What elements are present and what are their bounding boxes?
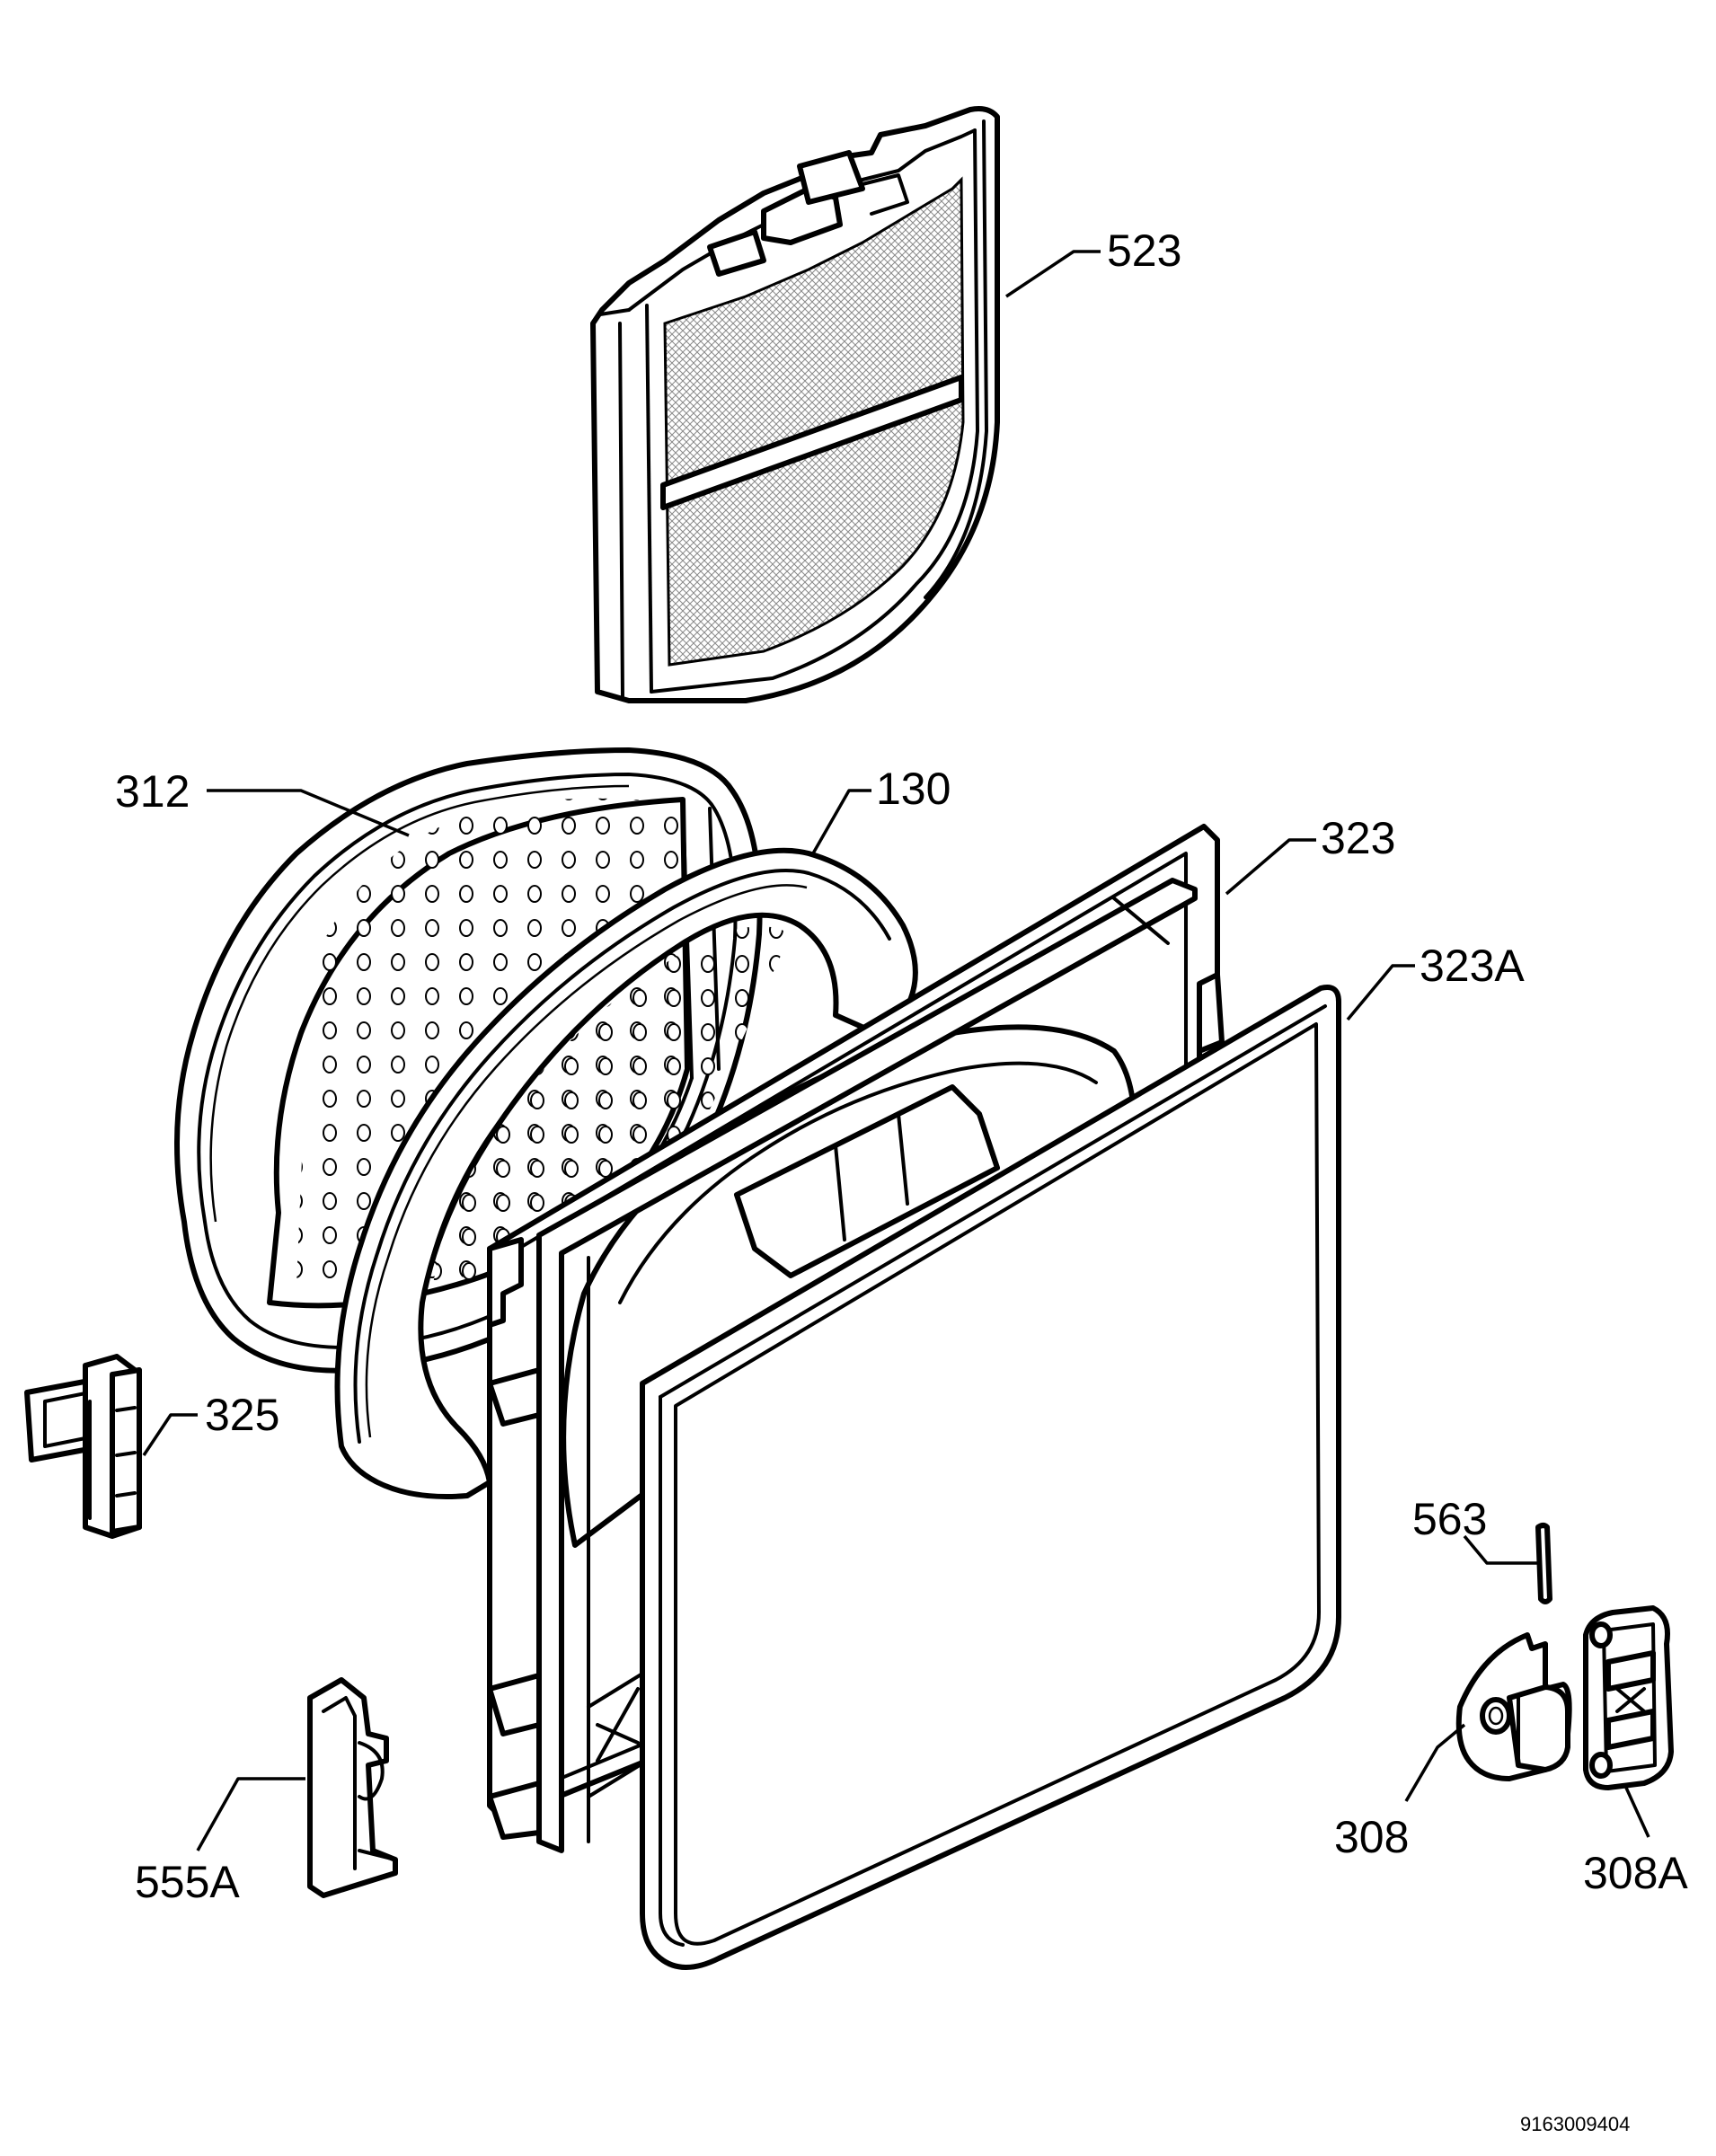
part-308A-hinge-bracket: [1583, 1605, 1674, 1790]
leader-lines: [142, 250, 1650, 1851]
part-325-door-latch: [24, 1354, 142, 1539]
label-312: 312: [115, 766, 190, 817]
leader-130: [811, 789, 871, 854]
leader-325: [142, 1413, 198, 1456]
leader-323: [1225, 838, 1316, 896]
part-563-hinge-pin: [1535, 1523, 1552, 1604]
part-323A-outer-door-panel: [640, 985, 1341, 1970]
label-555A: 555A: [135, 1857, 240, 1907]
leader-308: [1404, 1723, 1466, 1802]
label-323: 323: [1321, 813, 1395, 863]
label-308A: 308A: [1583, 1848, 1688, 1898]
part-555A-hinge-cover: [307, 1677, 398, 1898]
label-325: 325: [205, 1390, 279, 1440]
part-labels: 523 312 130 323 323A 325 563 308 308A 55…: [115, 225, 1688, 2135]
leader-323A: [1346, 964, 1415, 1021]
document-number: 9163009404: [1520, 2113, 1630, 2135]
part-523-lint-filter: [590, 106, 1000, 703]
label-308: 308: [1334, 1812, 1409, 1862]
part-130-seal-ring: [334, 847, 918, 1499]
leader-563: [1463, 1534, 1538, 1565]
label-563: 563: [1412, 1494, 1487, 1544]
leader-312: [207, 789, 410, 837]
leader-308A: [1624, 1787, 1650, 1838]
leader-523: [1005, 250, 1101, 298]
leader-555A: [196, 1777, 305, 1851]
part-308-hinge: [1455, 1632, 1572, 1781]
label-130: 130: [876, 764, 951, 814]
label-523: 523: [1107, 225, 1181, 276]
label-323A: 323A: [1420, 941, 1525, 991]
